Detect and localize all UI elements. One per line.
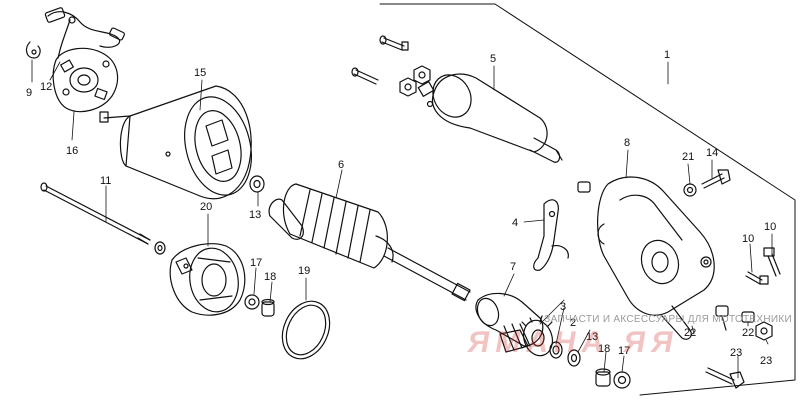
part-13-washer-left xyxy=(249,175,265,193)
callout-22-left: 22 xyxy=(684,327,696,339)
part-3-pinion-gear xyxy=(521,315,554,357)
callout-23-bottom: 23 xyxy=(760,355,772,367)
part-16-brush-holder-plate xyxy=(52,47,119,113)
part-2-stop-ring xyxy=(549,341,563,359)
part-23-bolt xyxy=(705,367,745,389)
part-4-shift-lever xyxy=(533,199,569,271)
callout-3: 3 xyxy=(560,301,566,313)
part-14-bolt xyxy=(701,169,731,189)
callout-14: 14 xyxy=(706,147,718,159)
part-10-bolt-left xyxy=(745,271,769,285)
part-5-solenoid xyxy=(417,73,563,163)
callout-labels: 1 2 3 4 5 6 7 8 9 10 10 11 12 13 13 14 1… xyxy=(26,49,776,367)
part-solenoid-nut-2 xyxy=(399,77,417,97)
assembly-frame-1 xyxy=(379,3,796,396)
callout-21: 21 xyxy=(682,151,694,163)
watermark-text: ЗАПЧАСТИ И АКСЕССУАРЫ ДЛЯ МОТОТЕХНИКИ xyxy=(544,314,792,325)
part-9-clip xyxy=(25,41,41,59)
part-17-bushing-right xyxy=(613,371,631,389)
callout-9: 9 xyxy=(26,87,32,99)
callout-17-right: 17 xyxy=(618,345,630,357)
callout-4: 4 xyxy=(512,217,518,229)
callout-6: 6 xyxy=(338,159,344,171)
part-8-front-housing xyxy=(597,176,715,340)
part-7-overrunning-clutch xyxy=(475,292,544,353)
callout-17-left: 17 xyxy=(250,257,262,269)
callout-13-left: 13 xyxy=(249,209,261,221)
part-13-washer-right xyxy=(567,349,581,367)
callout-11: 11 xyxy=(100,175,111,187)
part-10-bolt-right xyxy=(763,247,781,277)
callout-12: 12 xyxy=(40,81,52,93)
part-solenoid-screw-top xyxy=(379,35,409,51)
callout-10-right: 10 xyxy=(764,221,776,233)
part-solenoid-nut-1 xyxy=(413,65,431,85)
part-6-armature xyxy=(268,183,471,302)
part-22-fastener-left xyxy=(715,305,729,331)
part-solenoid-screw-mid xyxy=(351,67,379,85)
part-19-o-ring xyxy=(281,300,331,360)
callout-22-right: 22 xyxy=(742,327,754,339)
watermark-logo: ЯМАНА ЯЯ xyxy=(465,326,683,359)
leader-lines xyxy=(31,59,773,379)
callout-18-left: 18 xyxy=(264,271,276,283)
callout-15: 15 xyxy=(194,67,206,79)
part-washer-near-11 xyxy=(154,241,166,255)
callout-23-top: 23 xyxy=(730,347,742,359)
part-23-nut xyxy=(755,321,773,341)
part-20-rear-cover xyxy=(169,243,246,316)
part-11-through-bolt xyxy=(40,182,151,245)
part-terminal-insulator xyxy=(577,181,591,193)
callout-1: 1 xyxy=(664,49,670,61)
part-18-sleeve-left xyxy=(261,298,275,317)
callout-19: 19 xyxy=(298,265,310,277)
part-15-yoke-housing xyxy=(99,85,252,200)
callout-2: 2 xyxy=(570,317,576,329)
callout-18-right: 18 xyxy=(598,343,610,355)
callout-10-left: 10 xyxy=(742,233,754,245)
callout-8: 8 xyxy=(624,137,630,149)
part-17-bushing-left xyxy=(244,294,260,310)
callout-7: 7 xyxy=(510,261,516,273)
part-21-washer xyxy=(683,183,697,197)
callout-16: 16 xyxy=(66,145,78,157)
part-12-terminal-lead xyxy=(44,7,125,59)
callout-5: 5 xyxy=(490,53,496,65)
part-18-sleeve-right xyxy=(595,368,611,387)
callout-13-right: 13 xyxy=(586,331,598,343)
callout-20: 20 xyxy=(200,201,212,213)
